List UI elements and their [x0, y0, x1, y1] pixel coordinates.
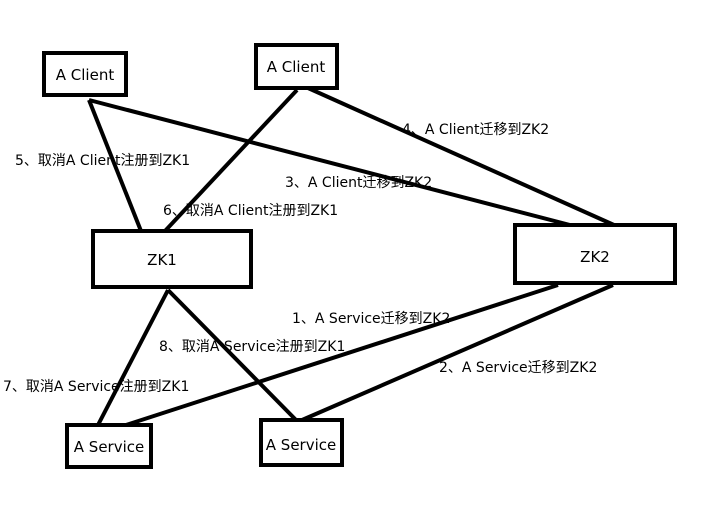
edge-label-step8: 8、取消A Service注册到ZK1 — [159, 339, 345, 355]
node-service1: A Service — [65, 423, 153, 469]
edge-client1-zk2 — [88, 98, 571, 227]
edge-client1-zk1 — [87, 99, 143, 232]
edge-zk1-service1 — [96, 289, 170, 426]
edge-client2-zk2 — [307, 86, 615, 227]
edge-zk1-service2 — [166, 288, 298, 422]
node-service2-label: A Service — [266, 436, 336, 454]
edge-client2-zk1 — [163, 88, 299, 233]
node-zk1-label: ZK1 — [147, 251, 177, 269]
edge-zk2-service1 — [125, 283, 559, 427]
node-zk1: ZK1 — [91, 229, 253, 289]
edge-label-step2: 2、A Service迁移到ZK2 — [439, 360, 597, 376]
node-service2: A Service — [259, 418, 344, 467]
node-service1-label: A Service — [74, 438, 144, 456]
node-client2-label: A Client — [267, 58, 326, 76]
edge-label-step6: 6、取消A Client注册到ZK1 — [163, 203, 338, 219]
node-zk2-label: ZK2 — [580, 248, 610, 266]
edge-zk2-service2 — [301, 283, 614, 422]
edge-label-step3: 3、A Client迁移到ZK2 — [285, 175, 432, 191]
edge-label-step4: 4、A Client迁移到ZK2 — [402, 122, 549, 138]
node-zk2: ZK2 — [513, 223, 677, 285]
edge-label-step7: 7、取消A Service注册到ZK1 — [3, 379, 189, 395]
node-client2: A Client — [254, 43, 339, 90]
node-client1: A Client — [42, 51, 128, 97]
node-client1-label: A Client — [56, 66, 115, 84]
edge-label-step1: 1、A Service迁移到ZK2 — [292, 311, 450, 327]
edge-label-step5: 5、取消A Client注册到ZK1 — [15, 153, 190, 169]
